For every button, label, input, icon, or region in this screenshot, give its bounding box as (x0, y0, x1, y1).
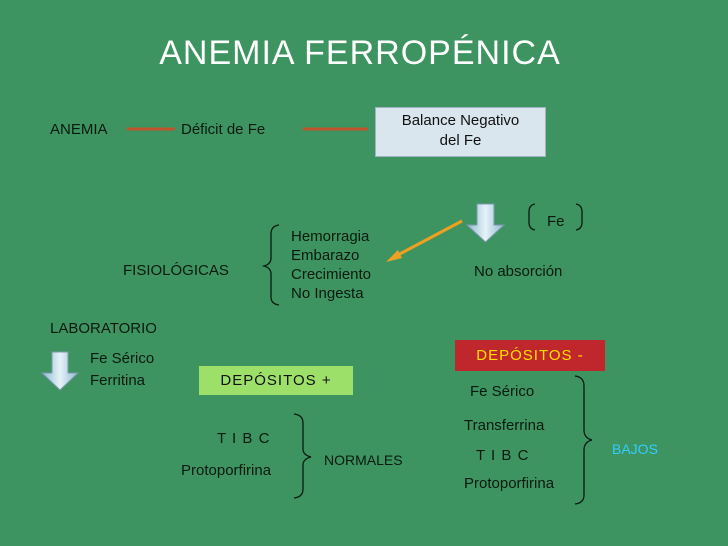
depositos-minus-box: DEPÓSITOS - (455, 340, 605, 371)
bajos-label: BAJOS (612, 441, 658, 457)
orange-arrow-icon (386, 219, 463, 262)
balance-line-2: del Fe (439, 132, 482, 149)
bajos-brace (574, 375, 593, 505)
down-arrow-icon (465, 203, 506, 243)
right-fe-serico: Fe Sérico (470, 383, 535, 400)
lab-down-arrow-icon (40, 351, 80, 391)
balance-line-1: Balance Negativo (401, 112, 520, 129)
fisiologicas-label: FISIOLÓGICAS (123, 262, 229, 279)
lab-ferritina: Ferritina (90, 372, 146, 389)
left-protoporfirina: Protoporfirina (181, 462, 272, 479)
normales-brace (293, 413, 312, 499)
right-transferrina: Transferrina (464, 417, 545, 434)
cause-embarazo: Embarazo (291, 247, 360, 264)
causes-list: Hemorragia Embarazo Crecimiento No Inges… (291, 227, 371, 303)
right-protoporfirina: Protoporfirina (464, 475, 555, 492)
lab-fe-serico: Fe Sérico (90, 350, 155, 367)
laboratorio-label: LABORATORIO (50, 320, 157, 337)
normales-label: NORMALES (324, 452, 403, 468)
page-title: ANEMIA FERROPÉNICA (159, 34, 561, 72)
fe-right-bracket (575, 203, 583, 231)
right-tibc: T I B C (476, 447, 530, 464)
no-absorcion-label: No absorción (474, 263, 563, 280)
cause-hemorragia: Hemorragia (291, 228, 370, 245)
fe-label: Fe (547, 213, 565, 230)
fe-left-bracket (528, 203, 536, 231)
cause-crecimiento: Crecimiento (291, 266, 372, 283)
left-tibc: T I B C (217, 430, 271, 447)
balance-negativo-box: Balance Negativo del Fe (375, 107, 546, 157)
deficit-fe-label: Déficit de Fe (181, 121, 266, 138)
anemia-label: ANEMIA (50, 121, 108, 138)
cause-no-ingesta: No Ingesta (291, 285, 364, 302)
depositos-plus-box: DEPÓSITOS + (199, 366, 353, 395)
causes-brace (261, 224, 280, 306)
